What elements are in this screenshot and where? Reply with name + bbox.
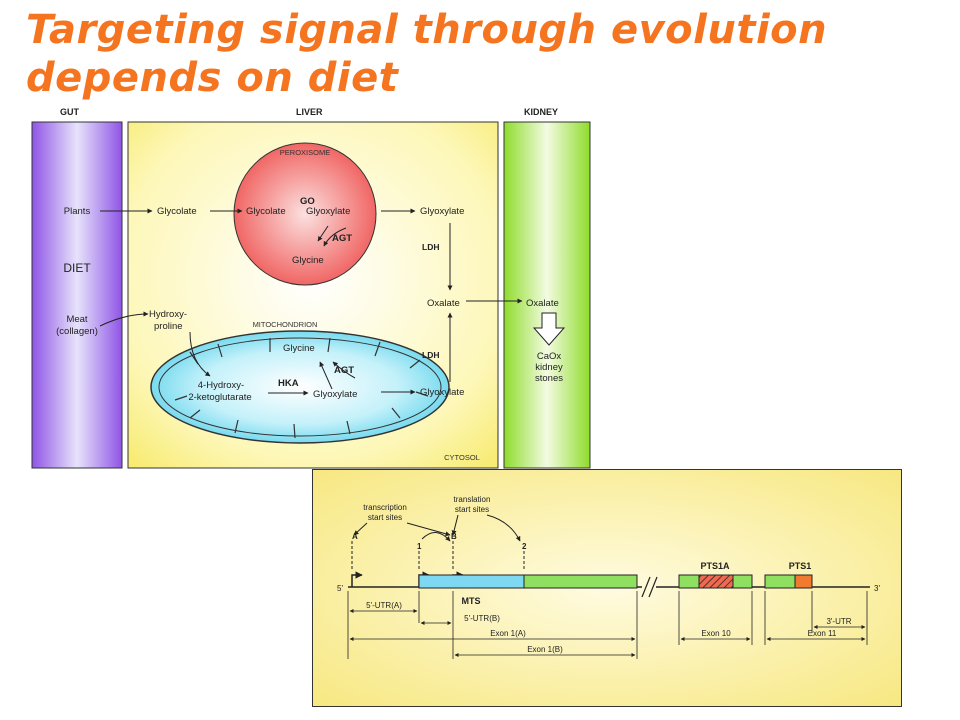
- plants-text: Plants: [64, 206, 91, 217]
- down-arrow-icon: [532, 312, 566, 346]
- glyoxylate-top-text: Glyoxylate: [420, 206, 464, 217]
- oxalate-metabolism-diagram: GUT LIVER KIDNEY PEROXISOME MITOCHONDRIO…: [30, 100, 592, 470]
- pts1-label: PTS1: [789, 561, 812, 571]
- site-b-label: B: [451, 532, 457, 541]
- glyoxylate-perox-text: Glyoxylate: [306, 206, 350, 217]
- mitochondrion: [150, 330, 450, 444]
- cytosol-label: CYTOSOL: [444, 453, 480, 462]
- go-label: GO: [300, 196, 315, 207]
- hydroxyproline-text-2: proline: [154, 321, 183, 332]
- pathway-arrows: [99, 208, 523, 396]
- pts1a-segment: [698, 574, 734, 589]
- exon1a-label: Exon 1(A): [490, 629, 526, 638]
- oxalate-kidney-text: Oxalate: [526, 298, 559, 309]
- hkg-text-1: 4-Hydroxy-: [198, 380, 244, 391]
- cristae: [174, 337, 429, 439]
- stones-text-1: CaOx: [537, 351, 562, 362]
- region-brackets: [347, 591, 868, 659]
- ldh-top-label: LDH: [422, 242, 439, 252]
- exon11-label: Exon 11: [808, 629, 837, 638]
- kidney-label: KIDNEY: [524, 107, 558, 117]
- hkg-text-2: 2-ketoglutarate: [188, 392, 251, 403]
- glyoxylate-bottom-text: Glyoxylate: [420, 387, 464, 398]
- glyoxylate-mito-text: Glyoxylate: [313, 389, 357, 400]
- gut-label: GUT: [60, 107, 80, 117]
- diet-text: DIET: [63, 261, 91, 275]
- liver-label: LIVER: [296, 107, 323, 117]
- mitochondrion-label: MITOCHONDRION: [253, 320, 318, 329]
- gut-compartment: [31, 121, 123, 469]
- mts-segment: [418, 574, 525, 589]
- hka-label: HKA: [278, 378, 299, 389]
- site-2-label: 2: [522, 542, 527, 551]
- three-prime-label: 3': [874, 584, 880, 593]
- title-line-1: Targeting signal through evolution: [26, 7, 828, 53]
- translation-label-1: translation: [454, 495, 491, 504]
- exon1b-label: Exon 1(B): [527, 645, 563, 654]
- pts1-segment: [794, 574, 813, 589]
- meat-text: Meat: [66, 314, 87, 325]
- exon11-segment: [764, 574, 796, 589]
- glycine-perox-text: Glycine: [292, 255, 324, 266]
- agt-gene-structure-diagram: transcription start sites translation st…: [312, 469, 902, 707]
- peroxisome: [233, 142, 377, 286]
- ldh-bottom-label: LDH: [422, 350, 439, 360]
- oxalate-liver-text: Oxalate: [427, 298, 460, 309]
- glycolate-perox-text: Glycolate: [246, 206, 286, 217]
- collagen-text: (collagen): [56, 326, 98, 337]
- title-line-2: depends on diet: [26, 55, 399, 101]
- mts-label: MTS: [462, 596, 481, 606]
- agt-perox-label: AGT: [332, 233, 352, 244]
- exon1-segment: [523, 574, 638, 589]
- exon10-label: Exon 10: [701, 629, 731, 638]
- break-marks: [641, 576, 658, 598]
- glycolate-cytosol-text: Glycolate: [157, 206, 197, 217]
- utr3-label: 3'-UTR: [826, 617, 851, 626]
- stones-text-3: stones: [535, 373, 563, 384]
- site-a-label: A: [352, 532, 358, 541]
- kidney-compartment: [503, 121, 591, 469]
- peroxisome-label: PEROXISOME: [280, 148, 330, 157]
- pts1a-label: PTS1A: [700, 561, 730, 571]
- slide-title: Targeting signal through evolution depen…: [26, 6, 946, 102]
- start-site-arrows: [351, 514, 525, 569]
- transcription-label-1: transcription: [363, 503, 407, 512]
- utr5b-label: 5'-UTR(B): [464, 614, 500, 623]
- stones-text-2: kidney: [535, 362, 563, 373]
- translation-label-2: start sites: [455, 505, 489, 514]
- glycine-mito-text: Glycine: [283, 343, 315, 354]
- utr5a-label: 5'-UTR(A): [366, 601, 402, 610]
- mitochondrion-inner-membrane: [158, 337, 442, 437]
- transcription-label-2: start sites: [368, 513, 402, 522]
- site-1-label: 1: [417, 542, 422, 551]
- hydroxyproline-text-1: Hydroxy-: [149, 309, 187, 320]
- five-prime-label: 5': [337, 584, 343, 593]
